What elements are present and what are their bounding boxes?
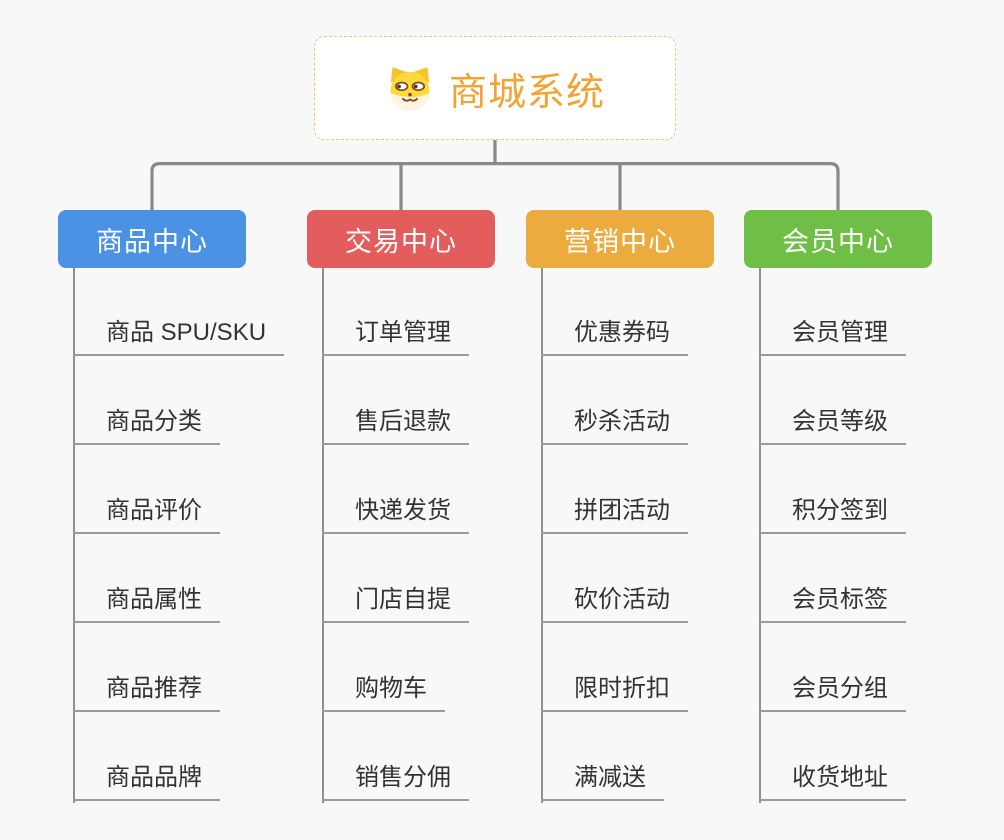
branch-connector-line — [759, 268, 761, 803]
shiba-dog-icon — [390, 67, 430, 111]
node-member-group[interactable]: 会员分组 — [759, 674, 906, 712]
branch-connector-line — [73, 268, 75, 803]
node-product-brand[interactable]: 商品品牌 — [73, 763, 220, 801]
branch-trade-center: 交易中心 订单管理 售后退款 快递发货 门店自提 购物车 销售分佣 — [307, 210, 547, 820]
node-order-management[interactable]: 订单管理 — [322, 318, 469, 356]
root-node-mall-system[interactable]: 商城系统 — [314, 36, 676, 140]
node-member-level[interactable]: 会员等级 — [759, 407, 906, 445]
node-bargain-activity[interactable]: 砍价活动 — [541, 585, 688, 623]
branch-header-marketing-center[interactable]: 营销中心 — [526, 210, 714, 268]
node-shipping-address[interactable]: 收货地址 — [759, 763, 906, 801]
root-title: 商城系统 — [448, 71, 605, 114]
node-aftersale-refund[interactable]: 售后退款 — [322, 407, 469, 445]
branch-connector-line — [322, 268, 324, 803]
node-product-recommend[interactable]: 商品推荐 — [73, 674, 220, 712]
node-coupon-code[interactable]: 优惠券码 — [541, 318, 688, 356]
node-group-buy[interactable]: 拼团活动 — [541, 496, 688, 534]
node-product-spu-sku[interactable]: 商品 SPU/SKU — [73, 318, 285, 356]
node-member-management[interactable]: 会员管理 — [759, 318, 906, 356]
node-flash-sale[interactable]: 秒杀活动 — [541, 407, 688, 445]
node-full-reduction[interactable]: 满减送 — [541, 763, 664, 801]
branch-marketing-center: 营销中心 优惠券码 秒杀活动 拼团活动 砍价活动 限时折扣 满减送 — [526, 210, 766, 820]
node-product-review[interactable]: 商品评价 — [73, 496, 220, 534]
node-store-pickup[interactable]: 门店自提 — [322, 585, 469, 623]
branch-header-product-center[interactable]: 商品中心 — [58, 210, 246, 268]
branch-product-center: 商品中心 商品 SPU/SKU 商品分类 商品评价 商品属性 商品推荐 商品品牌 — [58, 210, 298, 820]
node-product-attribute[interactable]: 商品属性 — [73, 585, 220, 623]
node-points-checkin[interactable]: 积分签到 — [759, 496, 906, 534]
branch-header-member-center[interactable]: 会员中心 — [744, 210, 932, 268]
node-member-tag[interactable]: 会员标签 — [759, 585, 906, 623]
branch-header-trade-center[interactable]: 交易中心 — [307, 210, 495, 268]
node-sales-commission[interactable]: 销售分佣 — [322, 763, 469, 801]
branch-member-center: 会员中心 会员管理 会员等级 积分签到 会员标签 会员分组 收货地址 — [744, 210, 984, 820]
node-express-delivery[interactable]: 快递发货 — [322, 496, 469, 534]
node-shopping-cart[interactable]: 购物车 — [322, 674, 445, 712]
node-product-category[interactable]: 商品分类 — [73, 407, 220, 445]
node-limited-time-discount[interactable]: 限时折扣 — [541, 674, 688, 712]
branch-connector-line — [541, 268, 543, 803]
